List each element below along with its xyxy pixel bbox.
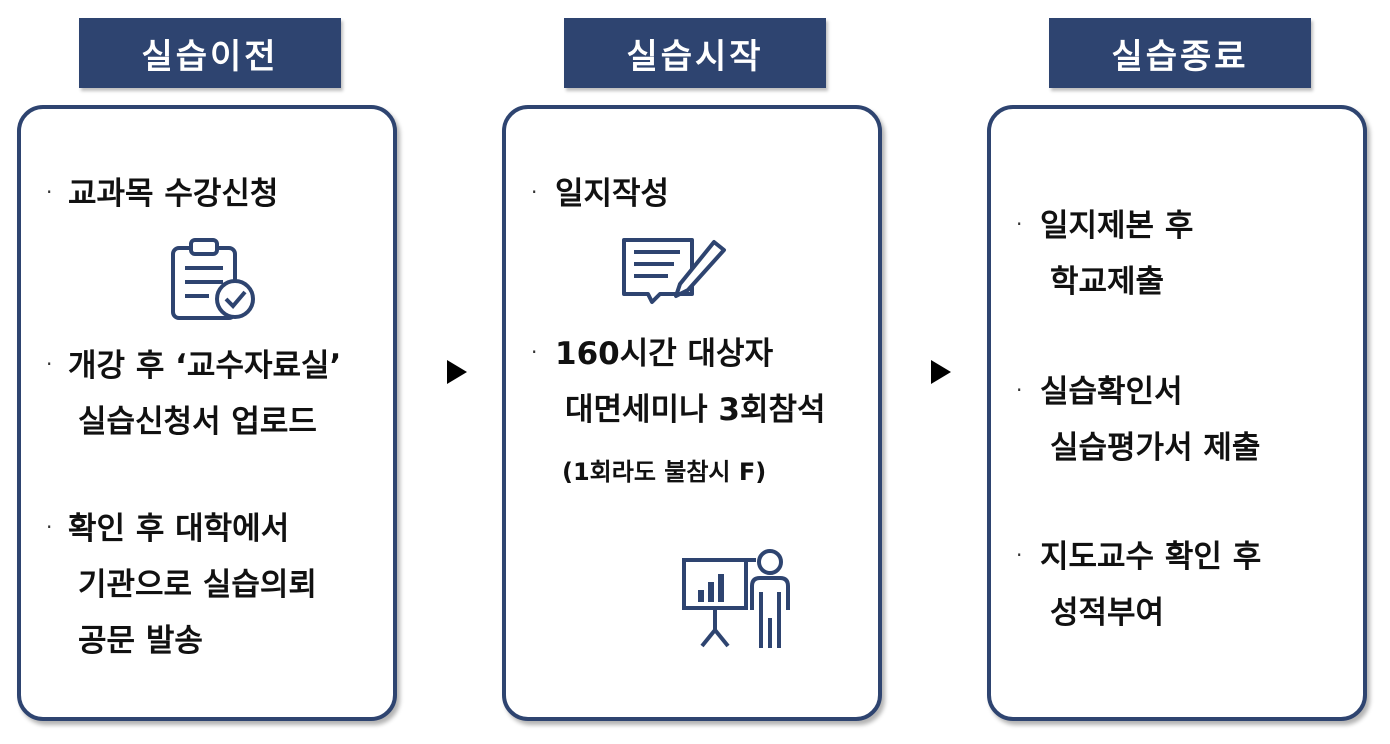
item-line: 확인 후 대학에서 <box>68 511 290 547</box>
item-line: 개강 후 ‘교수자료실’ <box>68 348 342 384</box>
bullet: · <box>46 352 53 376</box>
bullet: · <box>531 340 538 364</box>
list-item: 실습확인서 실습평가서 제출 <box>1040 364 1260 476</box>
stage-title: 실습종료 <box>1111 36 1249 77</box>
flow-arrow-icon <box>931 360 951 384</box>
item-line: 대면세미나 3회참석 <box>565 392 826 428</box>
bullet: · <box>531 180 538 204</box>
item-line: 지도교수 확인 후 <box>1040 539 1262 575</box>
item-line: 실습신청서 업로드 <box>78 404 317 440</box>
presenter-board-icon <box>682 549 790 648</box>
list-item: 160시간 대상자 대면세미나 3회참석 <box>555 326 826 438</box>
list-item: 일지제본 후 학교제출 <box>1040 198 1193 310</box>
list-item: 일지작성 <box>555 166 669 222</box>
bullet: · <box>1016 212 1023 236</box>
item-line: 기관으로 실습의뢰 <box>78 567 317 603</box>
stage-box-start <box>502 105 882 721</box>
stage-header-end: 실습종료 <box>1049 18 1311 88</box>
list-item: 교과목 수강신청 <box>68 166 278 222</box>
stage-header-start: 실습시작 <box>564 18 826 88</box>
bullet: · <box>1016 378 1023 402</box>
item-line: 공문 발송 <box>78 623 203 659</box>
bullet: · <box>46 180 53 204</box>
item-line: 실습확인서 <box>1040 374 1183 410</box>
list-item: 개강 후 ‘교수자료실’ 실습신청서 업로드 <box>68 338 341 450</box>
item-line: 실습평가서 제출 <box>1050 430 1261 466</box>
stage-header-before: 실습이전 <box>79 18 341 88</box>
item-line: 교과목 수강신청 <box>68 176 279 212</box>
clipboard-check-icon <box>171 238 255 320</box>
item-line: 160시간 대상자 <box>555 336 774 372</box>
stage-title: 실습시작 <box>626 36 764 77</box>
note-text: (1회라도 불참시 F) <box>562 458 767 486</box>
flow-arrow-icon <box>447 360 467 384</box>
item-line: 일지제본 후 <box>1040 208 1194 244</box>
stage-box-end <box>987 105 1367 721</box>
stage-title: 실습이전 <box>141 36 279 77</box>
list-item: 지도교수 확인 후 성적부여 <box>1040 529 1261 641</box>
bullet: · <box>1016 543 1023 567</box>
bullet: · <box>46 515 53 539</box>
list-item: 확인 후 대학에서 기관으로 실습의뢰 공문 발송 <box>68 501 317 669</box>
item-line: 성적부여 <box>1050 595 1165 631</box>
item-line: 학교제출 <box>1050 264 1165 300</box>
document-pen-icon <box>622 238 726 304</box>
stage-box-before <box>17 105 397 721</box>
item-line: 일지작성 <box>555 176 670 212</box>
